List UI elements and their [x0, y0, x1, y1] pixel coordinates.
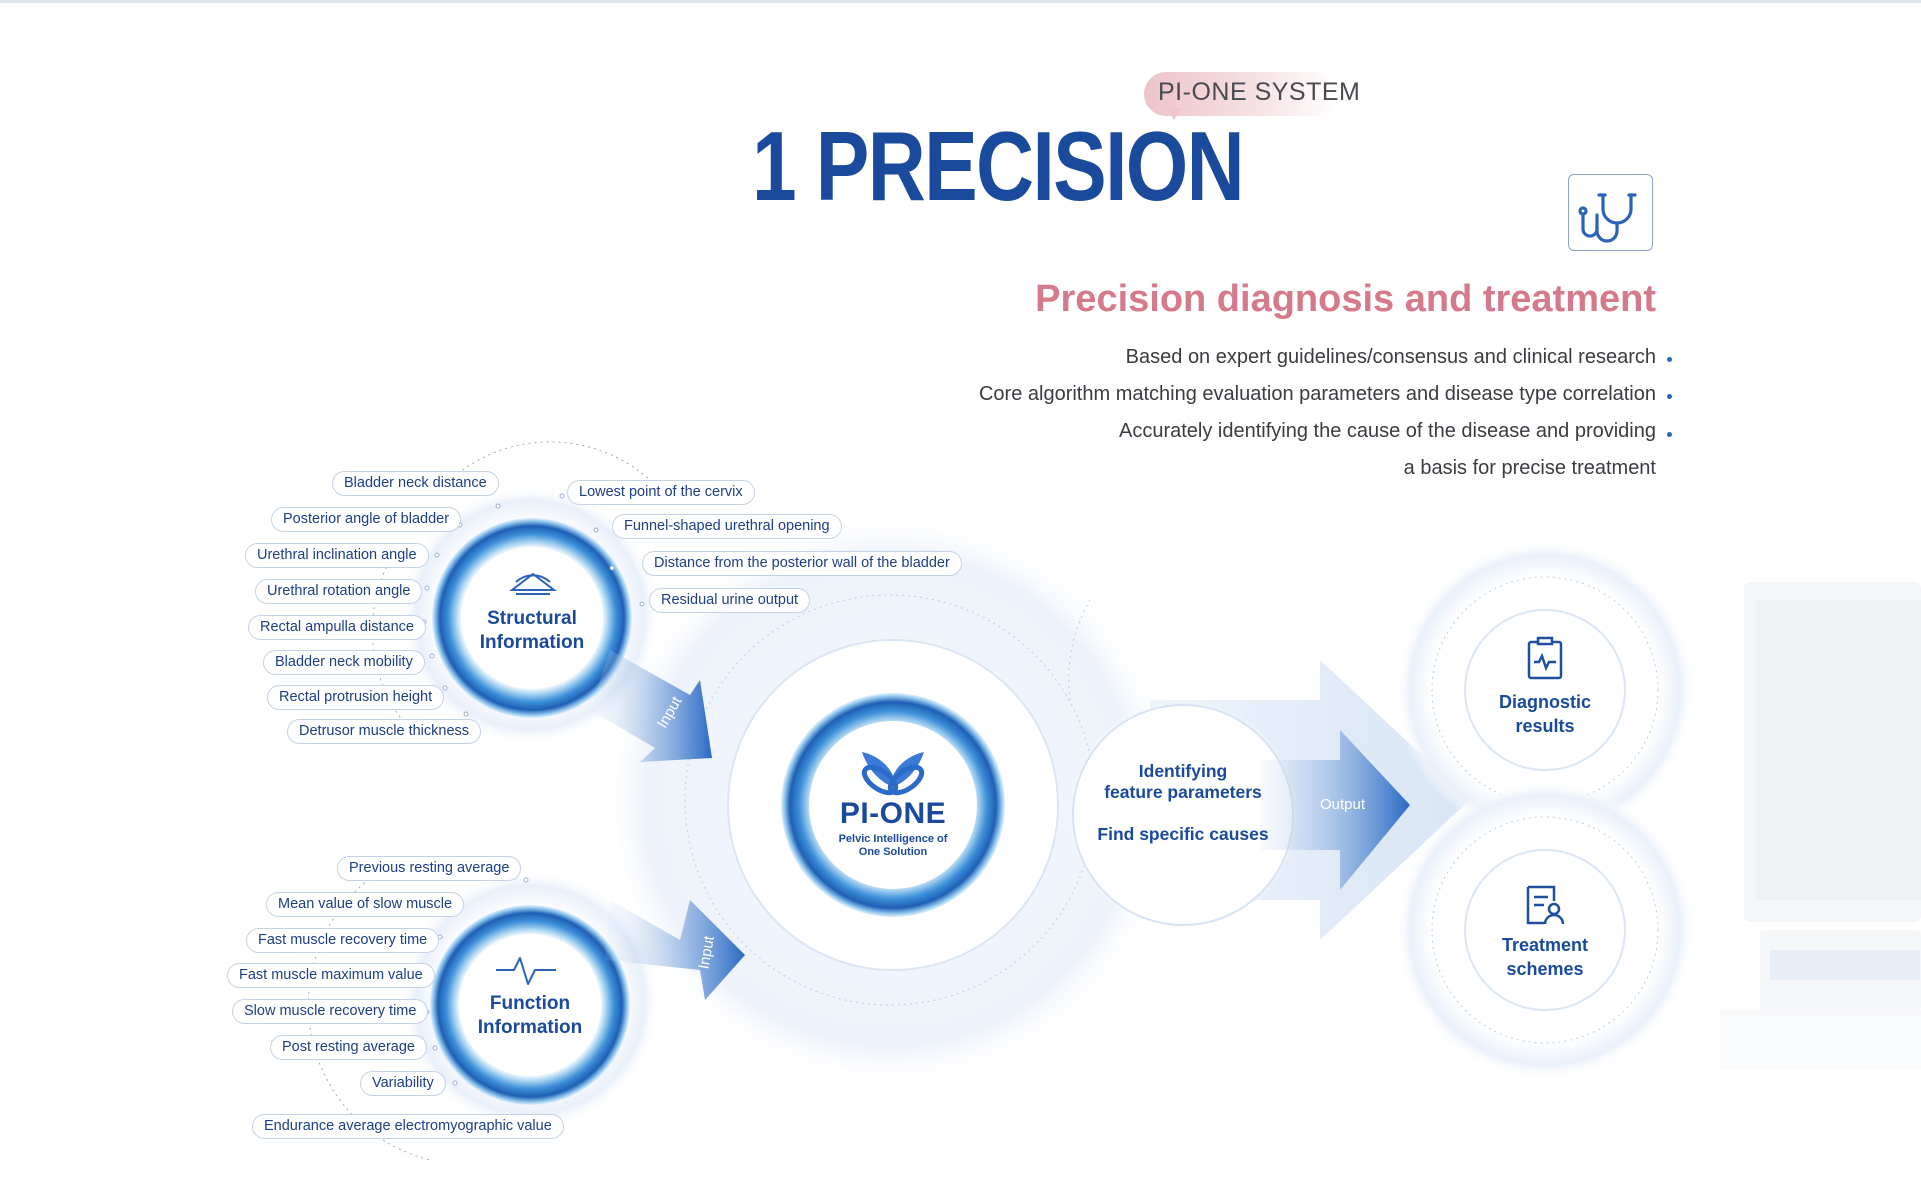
structural-item: Urethral rotation angle [255, 579, 423, 604]
structural-item: Bladder neck mobility [263, 650, 425, 675]
ultrasound-probe-icon [509, 572, 557, 595]
function-item: Previous resting average [337, 856, 522, 881]
diagnostic-results-label: Diagnostic results [1498, 692, 1591, 736]
bullet-dot [1667, 394, 1672, 399]
document-user-icon [1526, 885, 1565, 925]
top-divider [0, 0, 1921, 3]
clipboard-pulse-icon [1527, 636, 1563, 680]
function-item: Slow muscle recovery time [232, 999, 429, 1024]
system-badge-text: PI-ONE SYSTEM [1158, 78, 1361, 106]
stethoscope-icon [1568, 174, 1653, 251]
device-silhouette [1720, 582, 1921, 1070]
butterfly-logo-icon [861, 752, 925, 796]
structural-item: Rectal ampulla distance [248, 615, 426, 640]
structural-item: Detrusor muscle thickness [287, 719, 482, 744]
function-item: Fast muscle recovery time [246, 928, 440, 953]
feature-bullet-3-cont: a basis for precise treatment [1403, 457, 1656, 479]
bullet-dot [1667, 357, 1672, 362]
bullet-dot [1667, 432, 1672, 437]
structural-item: Bladder neck distance [332, 471, 499, 496]
function-title: Function Information [477, 993, 583, 1038]
output-label: Output [1320, 796, 1366, 813]
system-badge-tail [1166, 108, 1182, 120]
structural-item: Lowest point of the cervix [567, 480, 755, 505]
structural-item: Funnel-shaped urethral opening [612, 514, 842, 539]
feature-bullet-2: Core algorithm matching evaluation param… [978, 383, 1656, 405]
structural-item: Urethral inclination angle [245, 543, 429, 568]
feature-heading: Precision diagnosis and treatment [1035, 278, 1656, 320]
center-subtitle: Pelvic Intelligence of One Solution [838, 833, 948, 858]
structural-title: Structural Information [479, 608, 585, 653]
center-name: PI-ONE [839, 797, 947, 830]
process-causes: Find specific causes [1097, 824, 1269, 844]
feature-bullet-3: Accurately identifying the cause of the … [1118, 420, 1656, 442]
function-item: Endurance average electromyographic valu… [252, 1114, 564, 1139]
function-item: Post resting average [270, 1035, 427, 1060]
page-title: 1 PRECISION [752, 111, 1245, 221]
function-item: Fast muscle maximum value [227, 963, 435, 988]
function-item: Variability [360, 1071, 446, 1096]
feature-bullet-1: Based on expert guidelines/consensus and… [1125, 346, 1656, 368]
structural-item: Posterior angle of bladder [271, 507, 462, 532]
treatment-schemes-label: Treatment schemes [1501, 935, 1589, 979]
structural-item: Residual urine output [649, 588, 811, 613]
pulse-wave-icon [496, 957, 556, 985]
process-text: Identifying feature parameters [1104, 761, 1262, 802]
function-item: Mean value of slow muscle [266, 892, 465, 917]
structural-item: Rectal protrusion height [267, 685, 445, 710]
structural-item: Distance from the posterior wall of the … [642, 551, 962, 576]
